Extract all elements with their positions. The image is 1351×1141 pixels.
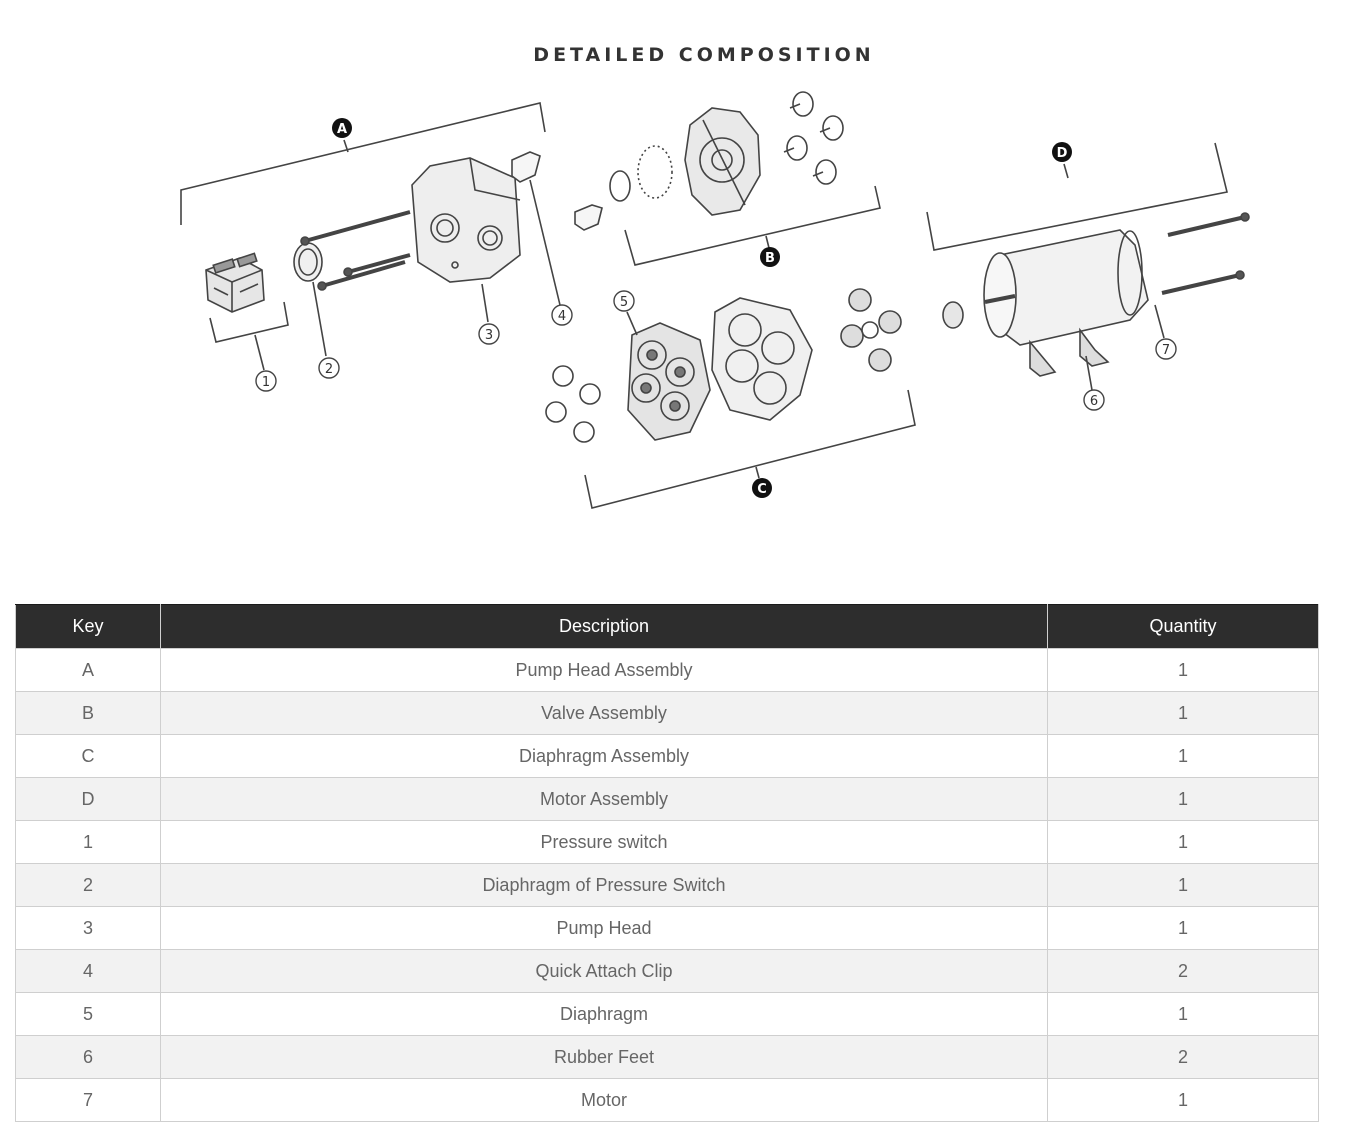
table-row: D Motor Assembly 1 [15,777,1319,821]
parts-table: Key Description Quantity A Pump Head Ass… [15,604,1319,1122]
pressure-switch-part [205,252,265,313]
assembly-marker-d: D [1052,142,1072,162]
cell-description: Motor [160,1078,1048,1122]
part-marker-5 [613,290,635,312]
part-marker-7 [1155,338,1177,360]
quick-attach-clip-part [511,151,603,306]
part-marker-2 [318,357,340,379]
page-title: DETAILED COMPOSITION [533,44,875,66]
diaphragm-part [626,311,711,441]
valve-assembly-part [609,107,761,216]
part-label-7: 7 [1162,343,1170,358]
svg-text:A: A [337,122,347,137]
bracket-c [584,389,916,509]
part-label-1: 1 [262,375,270,390]
svg-text:C: C [757,482,767,497]
cell-description: Rubber Feet [160,1035,1048,1079]
check-valve-parts [783,91,844,185]
cell-quantity: 1 [1047,734,1319,778]
cell-key: 6 [15,1035,161,1079]
table-row: A Pump Head Assembly 1 [15,648,1319,692]
part-marker-4 [551,304,573,326]
table-row: B Valve Assembly 1 [15,691,1319,735]
cell-key: D [15,777,161,821]
table-row: 2 Diaphragm of Pressure Switch 1 [15,863,1319,907]
pump-head-part [411,157,521,323]
table-row: C Diaphragm Assembly 1 [15,734,1319,778]
cell-description: Pressure switch [160,820,1048,864]
cell-key: 3 [15,906,161,950]
table-row: 4 Quick Attach Clip 2 [15,949,1319,993]
table-row: 7 Motor 1 [15,1078,1319,1122]
cell-quantity: 1 [1047,1078,1319,1122]
assembly-marker-a: A [332,118,352,138]
cell-description: Quick Attach Clip [160,949,1048,993]
cell-key: 7 [15,1078,161,1122]
part-marker-6 [1083,389,1105,411]
cell-key: 1 [15,820,161,864]
part-marker-3 [478,323,500,345]
cell-quantity: 1 [1047,777,1319,821]
cell-description: Motor Assembly [160,777,1048,821]
cell-quantity: 1 [1047,820,1319,864]
cell-key: 5 [15,992,161,1036]
wobble-plate-part [840,288,902,372]
table-row: 5 Diaphragm 1 [15,992,1319,1036]
part-marker-1 [255,370,277,392]
table-header-row: Key Description Quantity [15,604,1319,649]
cell-key: 2 [15,863,161,907]
diaphragm-housing-part [711,297,813,421]
table-row: 3 Pump Head 1 [15,906,1319,950]
diaphragm-screws-part [545,365,601,443]
assembly-marker-b: B [760,247,780,267]
part-label-4: 4 [558,309,566,324]
assembly-marker-c: C [752,478,772,498]
header-key: Key [15,604,161,649]
cell-key: 4 [15,949,161,993]
screws-part [300,210,411,291]
cell-key: A [15,648,161,692]
part-label-5: 5 [620,295,628,310]
cell-description: Diaphragm of Pressure Switch [160,863,1048,907]
table-row: 1 Pressure switch 1 [15,820,1319,864]
cell-description: Diaphragm Assembly [160,734,1048,778]
cell-key: B [15,691,161,735]
motor-part [942,212,1250,391]
part-label-3: 3 [485,328,493,343]
exploded-parts-diagram: A B C D 1 2 3 4 5 6 7 [150,90,1270,520]
cell-quantity: 1 [1047,691,1319,735]
cell-quantity: 1 [1047,648,1319,692]
svg-text:D: D [1057,146,1068,161]
bracket-d [926,142,1228,251]
bracket-a [180,102,546,225]
cell-description: Pump Head [160,906,1048,950]
svg-text:B: B [765,251,775,266]
header-description: Description [160,604,1048,649]
cell-quantity: 1 [1047,863,1319,907]
cell-description: Diaphragm [160,992,1048,1036]
bracket-b [624,185,881,266]
header-quantity: Quantity [1047,604,1319,649]
cell-description: Pump Head Assembly [160,648,1048,692]
table-row: 6 Rubber Feet 2 [15,1035,1319,1079]
cell-quantity: 1 [1047,992,1319,1036]
part-label-6: 6 [1090,394,1098,409]
cell-quantity: 2 [1047,1035,1319,1079]
part-label-2: 2 [325,362,333,377]
cell-quantity: 1 [1047,906,1319,950]
pressure-switch-diaphragm-part [293,242,327,357]
cell-description: Valve Assembly [160,691,1048,735]
cell-quantity: 2 [1047,949,1319,993]
cell-key: C [15,734,161,778]
